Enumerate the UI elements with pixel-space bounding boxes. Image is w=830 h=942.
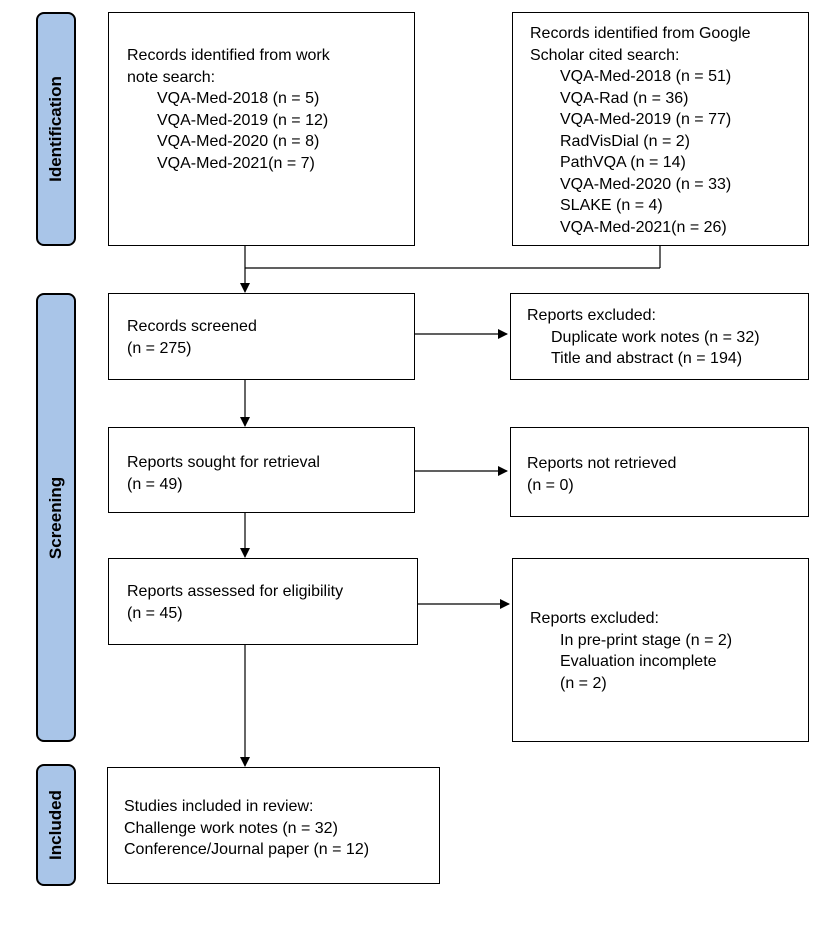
box-title-line: Records identified from work	[127, 47, 330, 64]
box-count: (n = 0)	[527, 476, 574, 494]
reports-not-retrieved-box: Reports not retrieved (n = 0)	[510, 427, 809, 517]
phase-identification-label: Identification	[46, 76, 65, 182]
box-label: Records screened	[127, 318, 257, 335]
box-count: (n = 45)	[127, 604, 183, 622]
list-item: Challenge work notes (n = 32)	[124, 819, 338, 837]
list-item: Conference/Journal paper (n = 12)	[124, 841, 370, 858]
list-item: (n = 2)	[560, 674, 607, 692]
list-item: SLAKE (n = 4)	[560, 197, 663, 214]
phase-included: Included	[36, 764, 76, 886]
list-item: Evaluation incomplete	[560, 653, 717, 670]
list-item: VQA-Med-2019 (n = 77)	[560, 111, 732, 128]
box-count: (n = 275)	[127, 339, 192, 357]
studies-included-box: Studies included in review: Challenge wo…	[107, 767, 440, 884]
phase-included-label: Included	[46, 790, 65, 860]
list-item: VQA-Med-2020 (n = 33)	[560, 175, 732, 193]
phase-identification: Identification	[36, 12, 76, 246]
box-label: Reports sought for retrieval	[127, 454, 320, 471]
box-title-line: Scholar cited search:	[530, 46, 680, 64]
box-label: Reports excluded:	[527, 307, 656, 324]
phase-screening-label: Screening	[46, 476, 65, 559]
box-title-line: note search:	[127, 68, 216, 86]
box-label: Reports not retrieved	[527, 455, 677, 472]
phase-screening: Screening	[36, 293, 76, 742]
list-item: VQA-Med-2018 (n = 51)	[560, 68, 732, 85]
list-item: RadVisDial (n = 2)	[560, 132, 690, 150]
box-label: Studies included in review:	[124, 798, 314, 815]
reports-assessed-box: Reports assessed for eligibility (n = 45…	[108, 558, 418, 645]
reports-sought-box: Reports sought for retrieval (n = 49)	[108, 427, 415, 513]
google-scholar-search-box: Records identified from Google Scholar c…	[512, 12, 809, 246]
work-note-search-box: Records identified from work note search…	[108, 12, 415, 246]
list-item: PathVQA (n = 14)	[560, 154, 686, 171]
list-item: VQA-Rad (n = 36)	[560, 89, 689, 107]
box-count: (n = 49)	[127, 475, 183, 493]
box-label: Reports assessed for eligibility	[127, 583, 344, 600]
reports-excluded-box-1: Reports excluded: Duplicate work notes (…	[510, 293, 809, 380]
box-title-line: Records identified from Google	[530, 25, 751, 42]
records-screened-box: Records screened (n = 275)	[108, 293, 415, 380]
list-item: VQA-Med-2021(n = 26)	[560, 218, 727, 236]
reports-excluded-box-2: Reports excluded: In pre-print stage (n …	[512, 558, 809, 742]
list-item: Duplicate work notes (n = 32)	[551, 328, 760, 346]
list-item: VQA-Med-2020 (n = 8)	[157, 133, 320, 150]
list-item: VQA-Med-2018 (n = 5)	[157, 90, 320, 107]
box-label: Reports excluded:	[530, 610, 659, 627]
list-item: VQA-Med-2021(n = 7)	[157, 154, 315, 172]
list-item: In pre-print stage (n = 2)	[560, 631, 733, 649]
list-item: VQA-Med-2019 (n = 12)	[157, 111, 329, 129]
list-item: Title and abstract (n = 194)	[551, 350, 743, 367]
